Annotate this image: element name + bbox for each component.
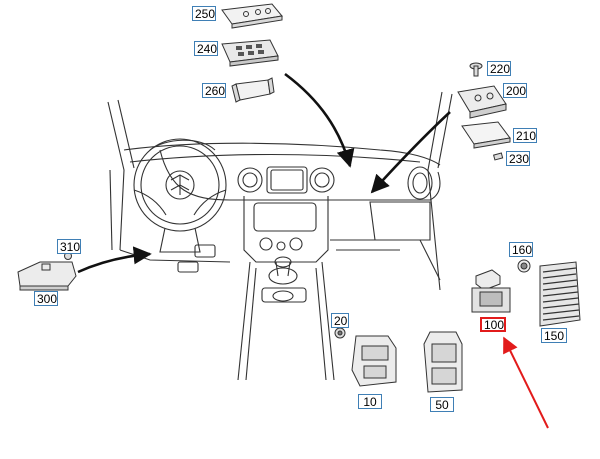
callout-100-highlighted: 100 <box>480 317 506 332</box>
callout-230: 230 <box>506 151 530 166</box>
arrow-left-parts <box>77 246 152 274</box>
part-260-bracket <box>231 77 275 103</box>
arrow-upper-parts <box>284 72 355 168</box>
part-160-fan <box>517 259 531 273</box>
callout-150: 150 <box>541 328 567 343</box>
callout-10: 10 <box>358 394 382 409</box>
callout-210: 210 <box>513 128 537 143</box>
part-200-module <box>457 85 507 119</box>
part-210-filter <box>461 121 511 149</box>
part-150-amplifier <box>539 261 581 327</box>
dashboard-illustration <box>107 91 453 381</box>
callout-50: 50 <box>430 397 454 412</box>
callout-250: 250 <box>192 6 216 21</box>
part-10-control-unit <box>351 335 397 387</box>
part-20-clip <box>334 327 346 339</box>
part-100-module <box>471 269 511 313</box>
callout-200: 200 <box>503 83 527 98</box>
highlight-arrow <box>503 336 549 429</box>
part-220-screw <box>469 62 483 77</box>
part-50-control-unit <box>423 331 463 393</box>
callout-300: 300 <box>34 291 58 306</box>
leader-arrows <box>77 72 451 274</box>
part-240-switch-block <box>221 39 279 67</box>
part-230-clip <box>493 152 504 161</box>
callout-20: 20 <box>331 313 349 328</box>
part-300-module <box>17 261 77 291</box>
arrow-right-parts <box>370 111 451 194</box>
callout-310: 310 <box>57 239 81 254</box>
callout-240: 240 <box>194 41 218 56</box>
callout-260: 260 <box>202 83 226 98</box>
callout-160: 160 <box>509 242 533 257</box>
callout-220: 220 <box>487 61 511 76</box>
part-250-control-panel <box>221 3 283 29</box>
